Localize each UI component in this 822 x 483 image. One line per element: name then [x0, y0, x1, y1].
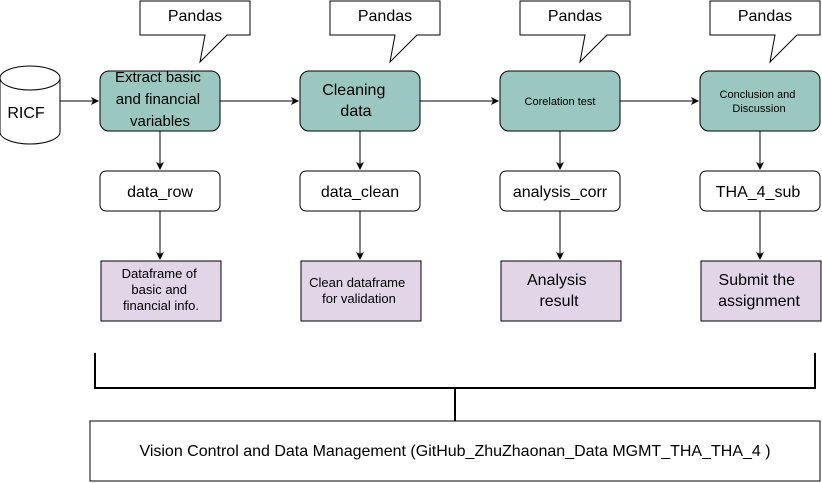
- result-label-line: Dataframe of: [122, 266, 198, 281]
- output-label: data_clean: [321, 184, 399, 201]
- output-label: THA_4_sub: [716, 184, 801, 201]
- callout-4: Pandas: [709, 0, 821, 64]
- step-label-line: Extract basic: [115, 69, 201, 86]
- step-conclusion: Conclusion and Discussion: [699, 70, 821, 132]
- step-correlation: Corelation test: [499, 70, 621, 132]
- step-label-line: Cleaning: [322, 82, 385, 99]
- result-label-line: financial info.: [123, 298, 199, 313]
- result-label-line: assignment: [718, 293, 800, 310]
- output-data-clean: data_clean: [299, 170, 421, 212]
- grouping-bracket: [94, 353, 816, 421]
- callout-2: Pandas: [329, 0, 441, 64]
- result-label-line: Clean dataframe: [309, 275, 405, 290]
- svg-text:Dataframe of basic and: Dataframe of basic and financial info.: [122, 266, 201, 313]
- result-label-line: for validation: [322, 291, 396, 306]
- result-label-line: Submit the: [719, 272, 796, 289]
- result-label-line: basic and: [131, 282, 187, 297]
- svg-text:Analysis result: Analysis result: [527, 272, 591, 310]
- footer-box: Vision Control and Data Management (GitH…: [89, 420, 821, 482]
- svg-text:Submit the assignment: Submit the assignment: [718, 272, 800, 310]
- step-label-line: Corelation test: [525, 96, 596, 108]
- svg-text:Conclusion and Discussio: Conclusion and Discussion: [720, 89, 799, 115]
- result-label-line: Analysis: [527, 272, 587, 289]
- database-label: RICF: [7, 105, 45, 122]
- output-label: analysis_corr: [513, 184, 608, 201]
- step-label-line: variables: [130, 113, 190, 130]
- callout-label: Pandas: [738, 8, 792, 25]
- step-extract: Extract basic and financial variables: [99, 69, 221, 132]
- output-analysis-corr: analysis_corr: [499, 170, 621, 212]
- callout-3: Pandas: [519, 0, 631, 64]
- database-ricf: RICF: [0, 65, 61, 145]
- result-dataframe: Dataframe of basic and financial info.: [100, 260, 222, 322]
- step-label-line: Discussion: [732, 103, 785, 115]
- svg-text:Extract basic and finan: Extract basic and financial variables: [115, 69, 205, 130]
- output-tha-4-sub: THA_4_sub: [699, 170, 821, 212]
- result-analysis: Analysis result: [500, 260, 622, 322]
- callout-1: Pandas: [139, 0, 251, 64]
- callout-label: Pandas: [168, 8, 222, 25]
- footer-label: Vision Control and Data Management (GitH…: [139, 443, 770, 460]
- step-label-line: Conclusion and: [720, 89, 796, 101]
- svg-text:Clean dataframe for vali: Clean dataframe for validation: [309, 275, 409, 306]
- result-label-line: result: [539, 293, 579, 310]
- svg-text:Cleaning data: Cleaning data: [322, 82, 390, 120]
- result-clean-dataframe: Clean dataframe for validation: [300, 260, 422, 322]
- callout-label: Pandas: [548, 8, 602, 25]
- step-label-line: and financial: [116, 91, 200, 108]
- output-label: data_row: [127, 184, 193, 201]
- callout-label: Pandas: [358, 8, 412, 25]
- output-data-row: data_row: [99, 170, 221, 212]
- result-submit: Submit the assignment: [700, 260, 822, 322]
- step-label-line: data: [340, 103, 371, 120]
- step-cleaning: Cleaning data: [299, 70, 421, 132]
